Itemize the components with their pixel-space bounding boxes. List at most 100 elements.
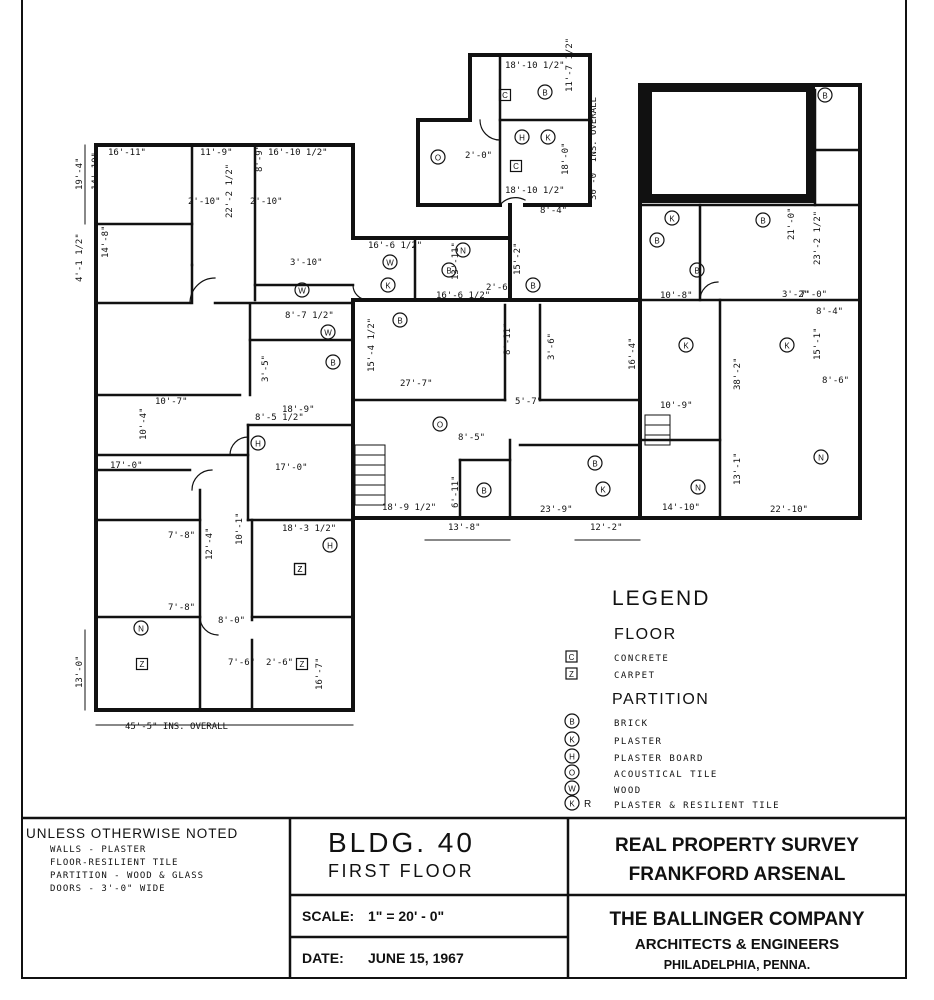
dimension-label: 23'-9" — [540, 505, 573, 515]
east-wing-walls — [638, 83, 862, 520]
scale-label: SCALE: — [302, 908, 354, 924]
dimension-label: 27'-7" — [400, 379, 433, 389]
legend-plaster-label: PLASTER — [614, 737, 662, 747]
door-swings — [189, 119, 719, 636]
dimension-label: 23'-2 1/2" — [813, 211, 823, 265]
partition-symbol-letter: B — [530, 282, 535, 291]
dimension-label: 12'-4" — [205, 527, 215, 560]
legend-carpet-symbol-letter: Z — [569, 670, 574, 679]
dimension-label: 19'-4" — [75, 157, 85, 190]
floor-symbol-letter: C — [502, 91, 508, 100]
partition-symbol — [813, 449, 829, 465]
dimension-label: 16'-6 1/2" — [368, 241, 422, 251]
west-wing-walls — [94, 143, 355, 712]
dimension-label: 21'-0" — [787, 207, 797, 240]
legend-plaster-board-label: PLASTER BOARD — [614, 754, 704, 764]
date-value: JUNE 15, 1967 — [368, 950, 464, 966]
partition-symbol — [779, 337, 795, 353]
floor-plan — [84, 53, 862, 726]
legend-plaster-board-symbol — [564, 748, 580, 764]
dimension-label: 7'-0" — [800, 290, 827, 300]
legend-title: LEGEND — [612, 587, 710, 610]
floor-symbol-letter: C — [513, 162, 519, 171]
dimension-label: 2'-10" — [188, 197, 221, 207]
partition-symbol — [432, 416, 448, 432]
partition-symbol-letter: B — [760, 217, 765, 226]
dimension-label: 3'-10" — [290, 258, 323, 268]
dimension-label: 7'-8" — [168, 531, 195, 541]
partition-symbol — [322, 537, 338, 553]
dimension-label: 18'-10 1/2" — [505, 186, 565, 196]
partition-symbol — [133, 620, 149, 636]
partition-symbol — [320, 324, 336, 340]
floor-symbol — [293, 562, 307, 576]
building-number: BLDG. 40 — [328, 827, 475, 858]
legend-partition-heading: PARTITION — [612, 691, 709, 708]
dimension-label: 7'-8" — [168, 603, 195, 613]
stairs — [354, 414, 671, 506]
floor-symbol-letter: Z — [298, 565, 303, 574]
dimension-label: 8'-6" — [822, 376, 849, 386]
legend-plaster-resilient-symbol-letter: K — [569, 800, 575, 809]
legend-partition-items: B BRICK K PLASTER H PLASTER BOARD O ACOU… — [564, 713, 779, 811]
partition-symbol-letter: N — [460, 247, 466, 256]
dimension-label: 8'-9" — [255, 145, 265, 172]
dimension-label: 16'-4" — [628, 337, 638, 370]
survey-line-2: FRANKFORD ARSENAL — [629, 864, 846, 885]
partition-symbol-letter: H — [327, 542, 333, 551]
company-city: PHILADELPHIA, PENNA. — [664, 958, 811, 972]
partition-symbol-letter: B — [542, 89, 547, 98]
dimension-label: 13'-8" — [448, 523, 481, 533]
dimension-label: 3'-6" — [547, 333, 557, 360]
dimension-label: 10'-7" — [155, 397, 188, 407]
dimension-label: 4'-1 1/2" — [75, 233, 85, 282]
partition-symbol-letter: K — [784, 342, 790, 351]
notes-block: UNLESS OTHERWISE NOTED WALLS - PLASTER F… — [26, 826, 237, 894]
partition-symbol — [476, 482, 492, 498]
legend-carpet-symbol — [565, 667, 578, 680]
legend-brick-symbol — [564, 713, 580, 729]
partition-symbol — [537, 84, 553, 100]
dimension-label: 22'-2 1/2" — [225, 164, 235, 218]
partition-symbol — [250, 435, 266, 451]
company-subtitle: ARCHITECTS & ENGINEERS — [635, 936, 839, 953]
dimension-label: 16'-11" — [108, 148, 146, 158]
dimension-label: 8'-4" — [816, 307, 843, 317]
partition-symbol — [294, 282, 310, 298]
legend-floor-heading: FLOOR — [614, 626, 677, 643]
dimension-label: 10'-8" — [660, 291, 693, 301]
note-doors: DOORS - 3'-0" WIDE — [50, 884, 166, 894]
partition-symbol-letter: O — [435, 154, 441, 163]
legend-brick-symbol-letter: B — [569, 718, 574, 727]
partition-symbol-letter: K — [545, 134, 551, 143]
legend-wood-symbol — [564, 780, 580, 796]
dimension-label: 8'-4" — [540, 206, 567, 216]
dimension-label: 38'-2" — [733, 357, 743, 390]
partition-symbol-letter: B — [592, 460, 597, 469]
partition-symbol — [689, 262, 705, 278]
legend-brick-label: BRICK — [614, 719, 649, 729]
legend-plaster-symbol — [564, 731, 580, 747]
dimension-label: 18'-3 1/2" — [282, 524, 336, 534]
legend-plaster-resilient-suffix: R — [584, 799, 591, 810]
legend-concrete-symbol-letter: C — [569, 653, 575, 662]
dimension-label: 14'-10" — [662, 503, 700, 513]
partition-symbol-letter: B — [481, 487, 486, 496]
dimension-label: 10'-4" — [139, 407, 149, 440]
partition-symbol-letter: N — [138, 625, 144, 634]
dimension-label: 16'-7" — [315, 657, 325, 690]
dimension-label: 16'-6 1/2" — [436, 291, 490, 301]
legend-plaster-symbol-letter: K — [569, 736, 575, 745]
partition-symbol — [325, 354, 341, 370]
legend-acoustical-tile-symbol-letter: O — [569, 769, 575, 778]
building-block: BLDG. 40 FIRST FLOOR SCALE: 1" = 20' - 0… — [302, 827, 475, 966]
dimension-label: 13'-0" — [75, 655, 85, 688]
west-wing-interior — [94, 143, 355, 712]
partition-symbol — [455, 242, 471, 258]
partition-symbol — [595, 481, 611, 497]
partition-symbol — [690, 479, 706, 495]
dimension-label: 8'-5" — [458, 433, 485, 443]
partition-symbol — [817, 87, 833, 103]
north-annex-interior — [498, 53, 592, 207]
